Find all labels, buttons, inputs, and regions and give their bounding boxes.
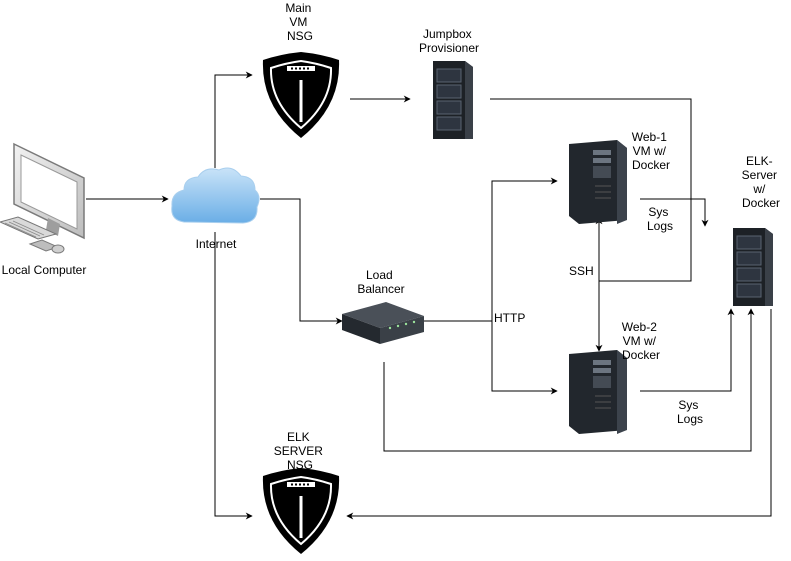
cloud-icon xyxy=(171,167,260,224)
edge-internet-to-main-nsg xyxy=(214,71,253,168)
web1-node[interactable]: Web-1 VM w/ Docker xyxy=(568,130,670,225)
desktop-computer-icon xyxy=(0,142,85,254)
jumpbox-node[interactable]: Jumpbox Provisioner xyxy=(419,27,479,140)
syslogs-label-web1: Sys Logs xyxy=(647,205,673,233)
internet-node[interactable]: Internet xyxy=(171,167,260,251)
web2-label: Web-2 VM w/ Docker xyxy=(622,320,660,362)
edge-web1-syslogs-to-elk xyxy=(640,198,709,227)
edge-labels: HTTP SSH Sys Logs Sys Logs xyxy=(494,205,703,426)
edge-elk-to-elk-nsg xyxy=(346,309,772,520)
jumpbox-label: Jumpbox Provisioner xyxy=(419,27,479,55)
edge-lb-to-elk xyxy=(383,308,755,452)
syslogs-label-web2: Sys Logs xyxy=(677,398,703,426)
main-nsg-node[interactable]: Main VM NSG xyxy=(261,1,341,140)
web1-label: Web-1 VM w/ Docker xyxy=(632,130,670,172)
ssh-label: SSH xyxy=(569,264,594,278)
local-computer-label: Local Computer xyxy=(2,263,87,277)
shield-icon xyxy=(261,50,341,140)
main-nsg-label: Main VM NSG xyxy=(285,1,314,43)
connectors xyxy=(86,71,772,520)
edge-http-to-web2 xyxy=(491,321,558,395)
server-rack-icon xyxy=(732,227,774,307)
load-balancer-label: Load Balancer xyxy=(357,268,404,296)
internet-label: Internet xyxy=(196,237,237,251)
web2-node[interactable]: Web-2 VM w/ Docker xyxy=(568,320,660,435)
edge-internet-to-elk-nsg xyxy=(214,232,253,520)
http-label: HTTP xyxy=(494,311,525,325)
edge-internet-to-load-balancer xyxy=(260,198,343,325)
elk-nsg-label: ELK SERVER NSG xyxy=(274,430,326,472)
edge-http-to-web1 xyxy=(491,177,558,321)
edge-jumpbox-ssh xyxy=(490,98,692,282)
elk-server-node[interactable]: ELK- Server w/ Docker xyxy=(732,154,781,307)
tower-server-icon xyxy=(568,139,628,225)
elk-server-label: ELK- Server w/ Docker xyxy=(742,154,781,210)
local-computer-node[interactable]: Local Computer xyxy=(0,142,87,277)
server-rack-icon xyxy=(432,60,474,140)
load-balancer-node[interactable]: Load Balancer xyxy=(342,268,424,344)
shield-icon xyxy=(261,466,341,556)
tower-server-icon xyxy=(568,349,628,435)
edge-web2-syslogs-to-elk xyxy=(640,308,735,392)
elk-nsg-node[interactable]: ELK SERVER NSG xyxy=(261,430,341,556)
network-switch-icon xyxy=(342,302,424,344)
